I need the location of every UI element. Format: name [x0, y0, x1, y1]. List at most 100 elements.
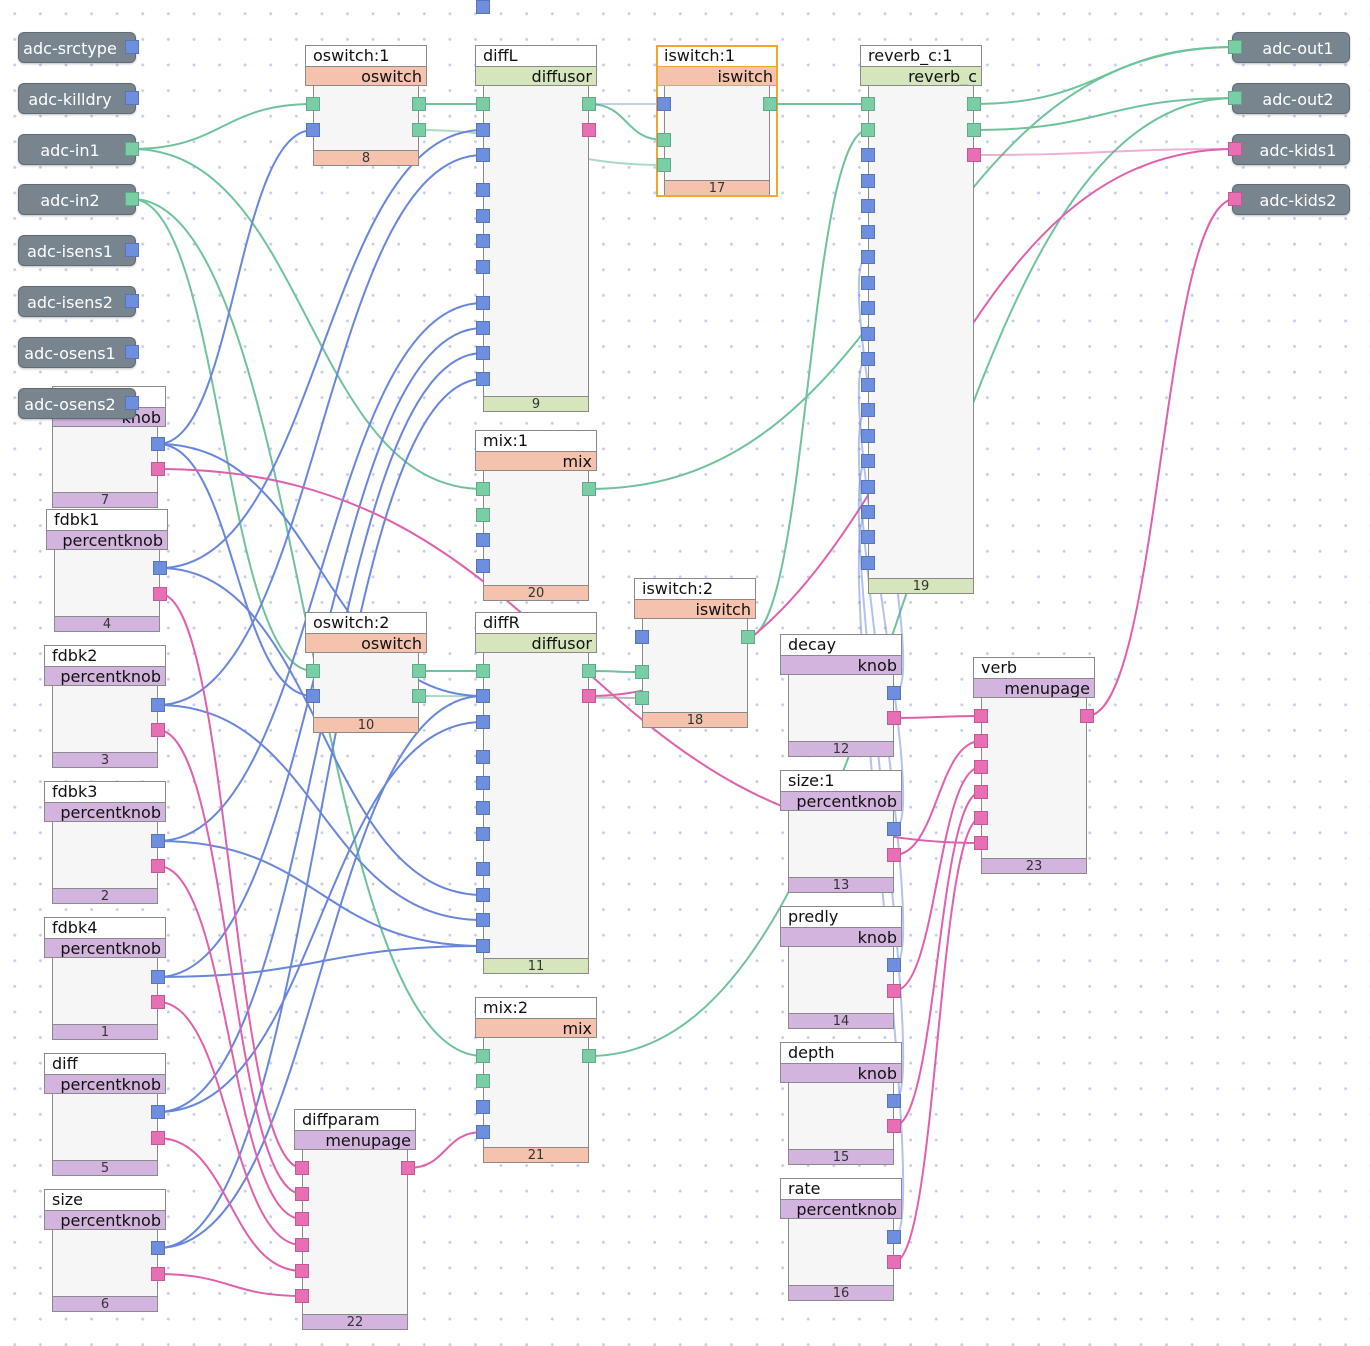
node-body[interactable]: [664, 86, 770, 180]
node-body[interactable]: [313, 86, 419, 150]
node-body[interactable]: [483, 86, 589, 396]
node-outlet[interactable]: [151, 834, 165, 848]
node-inlet[interactable]: [476, 913, 490, 927]
node-inlet[interactable]: [861, 123, 875, 137]
input-adc-isens2[interactable]: adc-isens2: [18, 286, 136, 317]
node-outlet[interactable]: [582, 664, 596, 678]
node-outlet[interactable]: [412, 97, 426, 111]
node-inlet[interactable]: [476, 372, 490, 386]
node-outlet[interactable]: [151, 1105, 165, 1119]
node-inlet[interactable]: [306, 123, 320, 137]
node-inlet[interactable]: [974, 760, 988, 774]
node-inlet[interactable]: [861, 530, 875, 544]
node-inlet[interactable]: [476, 1125, 490, 1139]
node-inlet[interactable]: [476, 123, 490, 137]
node-inlet[interactable]: [657, 97, 671, 111]
node-body[interactable]: [483, 471, 589, 585]
input-adc-isens1[interactable]: adc-isens1: [18, 235, 136, 266]
input-adc-osens2-outlet[interactable]: [125, 396, 139, 410]
node-outlet[interactable]: [151, 723, 165, 737]
node-inlet[interactable]: [861, 454, 875, 468]
node-outlet[interactable]: [412, 123, 426, 137]
node-inlet[interactable]: [476, 234, 490, 248]
node-outlet[interactable]: [153, 561, 167, 575]
input-adc-osens2[interactable]: adc-osens2: [18, 388, 136, 419]
node-inlet[interactable]: [295, 1264, 309, 1278]
node-inlet[interactable]: [476, 296, 490, 310]
node-body[interactable]: [642, 619, 748, 712]
node-body[interactable]: [52, 1230, 158, 1296]
node-inlet[interactable]: [861, 174, 875, 188]
node-inlet[interactable]: [635, 691, 649, 705]
output-adc-kids2[interactable]: adc-kids2: [1232, 184, 1350, 215]
node-inlet[interactable]: [476, 321, 490, 335]
node-inlet[interactable]: [974, 709, 988, 723]
node-outlet[interactable]: [151, 1241, 165, 1255]
node-inlet[interactable]: [657, 133, 671, 147]
node-body[interactable]: [788, 675, 894, 741]
node-outlet[interactable]: [151, 1131, 165, 1145]
node-inlet[interactable]: [974, 734, 988, 748]
node-inlet[interactable]: [476, 1049, 490, 1063]
node-inlet[interactable]: [476, 209, 490, 223]
node-body[interactable]: [52, 1094, 158, 1160]
node-inlet[interactable]: [476, 689, 490, 703]
node-outlet[interactable]: [967, 123, 981, 137]
node-outlet[interactable]: [412, 664, 426, 678]
node-inlet[interactable]: [476, 776, 490, 790]
node-inlet[interactable]: [476, 862, 490, 876]
node-inlet[interactable]: [974, 811, 988, 825]
node-outlet[interactable]: [967, 97, 981, 111]
node-body[interactable]: [788, 947, 894, 1013]
node-body[interactable]: [54, 550, 160, 616]
node-inlet[interactable]: [861, 97, 875, 111]
node-inlet[interactable]: [476, 559, 490, 573]
node-inlet[interactable]: [861, 378, 875, 392]
node-outlet[interactable]: [887, 686, 901, 700]
node-outlet[interactable]: [412, 689, 426, 703]
node-outlet[interactable]: [582, 97, 596, 111]
node-inlet[interactable]: [476, 97, 490, 111]
node-inlet[interactable]: [476, 260, 490, 274]
node-inlet[interactable]: [476, 508, 490, 522]
input-adc-in2-outlet[interactable]: [125, 192, 139, 206]
node-outlet[interactable]: [151, 462, 165, 476]
node-outlet[interactable]: [151, 859, 165, 873]
node-inlet[interactable]: [861, 480, 875, 494]
node-inlet[interactable]: [974, 785, 988, 799]
input-adc-in1[interactable]: adc-in1: [18, 134, 136, 165]
output-adc-kids1[interactable]: adc-kids1: [1232, 134, 1350, 165]
input-adc-isens2-outlet[interactable]: [125, 294, 139, 308]
node-inlet[interactable]: [476, 482, 490, 496]
node-outlet[interactable]: [151, 970, 165, 984]
node-inlet[interactable]: [657, 158, 671, 172]
node-outlet[interactable]: [887, 848, 901, 862]
output-adc-out2[interactable]: adc-out2: [1232, 83, 1350, 114]
node-outlet[interactable]: [151, 1267, 165, 1281]
node-outlet[interactable]: [887, 1230, 901, 1244]
node-outlet[interactable]: [887, 984, 901, 998]
input-adc-killdry[interactable]: adc-killdry: [18, 83, 136, 114]
node-body[interactable]: [868, 86, 974, 578]
node-inlet[interactable]: [861, 327, 875, 341]
node-inlet[interactable]: [861, 199, 875, 213]
node-inlet[interactable]: [295, 1238, 309, 1252]
node-inlet[interactable]: [861, 148, 875, 162]
input-adc-srctype[interactable]: adc-srctype: [18, 32, 136, 63]
input-adc-killdry-outlet[interactable]: [125, 91, 139, 105]
node-outlet[interactable]: [887, 958, 901, 972]
node-inlet[interactable]: [295, 1161, 309, 1175]
input-adc-isens1-outlet[interactable]: [125, 243, 139, 257]
node-inlet[interactable]: [861, 225, 875, 239]
node-inlet[interactable]: [476, 183, 490, 197]
node-body[interactable]: [788, 811, 894, 877]
output-adc-out2-inlet[interactable]: [1228, 91, 1242, 105]
node-inlet[interactable]: [861, 556, 875, 570]
node-outlet[interactable]: [887, 711, 901, 725]
node-outlet[interactable]: [967, 148, 981, 162]
node-inlet[interactable]: [295, 1289, 309, 1303]
input-adc-in1-outlet[interactable]: [125, 142, 139, 156]
node-inlet[interactable]: [476, 0, 490, 14]
node-outlet[interactable]: [887, 1119, 901, 1133]
